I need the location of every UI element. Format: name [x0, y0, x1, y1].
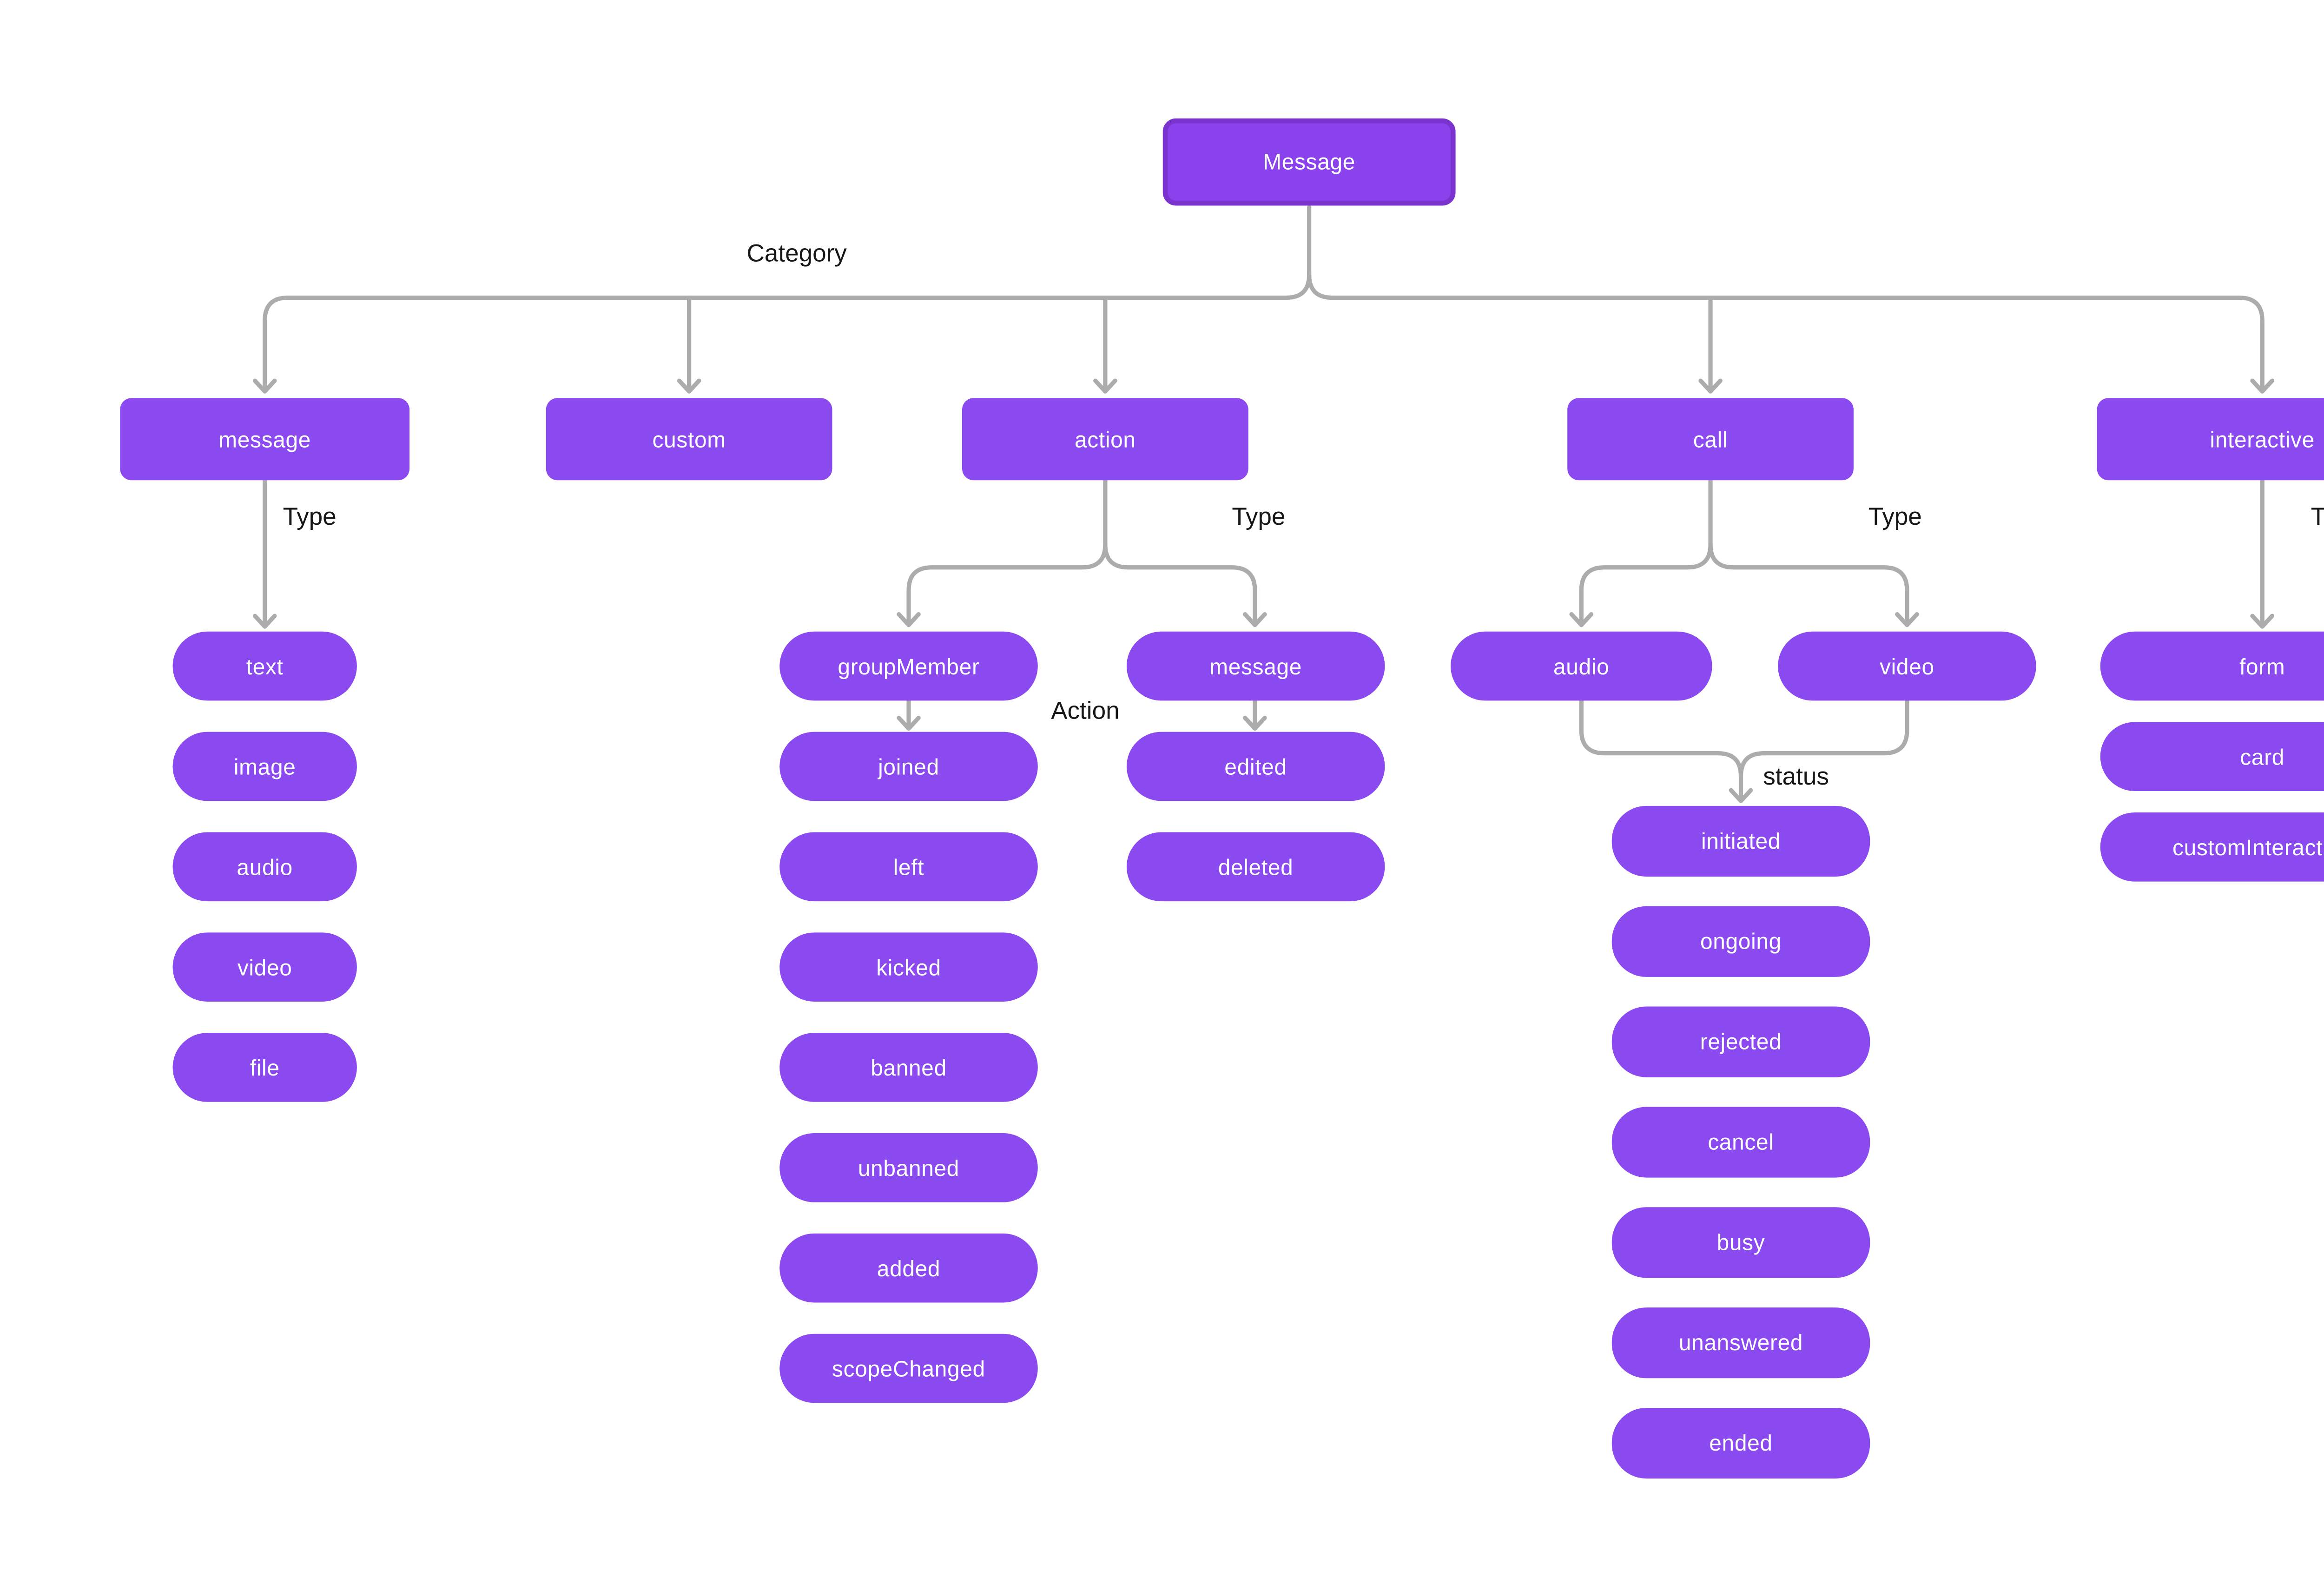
arrowhead	[2250, 378, 2275, 394]
edge-label-type-call: Type	[1868, 503, 1922, 531]
node-action-deleted: deleted	[1126, 832, 1385, 902]
node-category-custom: custom	[546, 398, 832, 481]
node-status-unanswered: unanswered	[1611, 1307, 1870, 1379]
node-action-scopechanged: scopeChanged	[779, 1333, 1038, 1403]
arrowhead	[1243, 612, 1267, 627]
node-category-message: message	[120, 398, 410, 481]
node-status-busy: busy	[1611, 1207, 1870, 1278]
connector-audio-merge	[1579, 698, 1743, 802]
node-action-added: added	[779, 1233, 1038, 1303]
node-action-left: left	[779, 832, 1038, 902]
arrowhead	[1698, 378, 1723, 394]
arrowhead	[897, 715, 921, 731]
node-action-message: message	[1126, 631, 1385, 701]
node-category-action: action	[962, 398, 1248, 481]
arrowhead	[252, 614, 277, 629]
connector-action-fork-right	[1103, 542, 1257, 626]
node-status-cancel: cancel	[1611, 1107, 1870, 1178]
node-status-ongoing: ongoing	[1611, 906, 1870, 977]
connector-action-fork-left	[906, 478, 1108, 626]
edge-label-type-message: Type	[283, 503, 337, 531]
node-interactive-form: form	[2100, 631, 2324, 701]
edge-label-category: Category	[746, 240, 847, 268]
connector-call-fork-right	[1708, 542, 1909, 626]
connector-video-merge	[1738, 698, 1909, 779]
arrowhead	[1729, 788, 1753, 803]
node-status-rejected: rejected	[1611, 1006, 1870, 1077]
node-category-call: call	[1567, 398, 1854, 481]
node-action-unbanned: unbanned	[779, 1133, 1038, 1202]
node-status-initiated: initiated	[1611, 805, 1870, 877]
node-interactive-custominteractive: customInteractive	[2100, 812, 2324, 882]
node-action-joined: joined	[779, 732, 1038, 801]
node-message-audio: audio	[172, 832, 357, 902]
node-status-ended: ended	[1611, 1407, 1870, 1479]
connector-root-left-rail	[263, 205, 1312, 392]
arrowhead	[2250, 614, 2275, 629]
node-root-message: Message	[1162, 118, 1456, 206]
node-category-interactive: interactive	[2097, 398, 2324, 481]
edge-label-type-action: Type	[1232, 503, 1286, 531]
node-interactive-card: card	[2100, 722, 2324, 792]
node-message-file: file	[172, 1033, 357, 1102]
node-call-audio: audio	[1450, 631, 1712, 701]
edge-label-action: Action	[1051, 697, 1120, 726]
node-message-image: image	[172, 732, 357, 801]
arrowhead	[1093, 378, 1117, 394]
edge-label-status: status	[1763, 763, 1829, 792]
node-action-groupmember: groupMember	[779, 631, 1038, 701]
arrowhead	[1895, 612, 1919, 627]
node-message-text: text	[172, 631, 357, 701]
arrowhead	[677, 378, 701, 394]
arrowhead	[1569, 612, 1594, 627]
arrowhead	[1243, 715, 1267, 731]
connector-call-fork-left	[1579, 478, 1713, 626]
node-message-video: video	[172, 932, 357, 1002]
node-action-edited: edited	[1126, 732, 1385, 801]
connector-root-right-rail	[1307, 272, 2265, 392]
arrowhead	[252, 378, 277, 394]
node-action-banned: banned	[779, 1033, 1038, 1102]
edge-label-type-interactive: Type	[2311, 503, 2324, 531]
node-action-kicked: kicked	[779, 932, 1038, 1002]
arrowhead	[897, 612, 921, 627]
node-call-video: video	[1778, 631, 2036, 701]
